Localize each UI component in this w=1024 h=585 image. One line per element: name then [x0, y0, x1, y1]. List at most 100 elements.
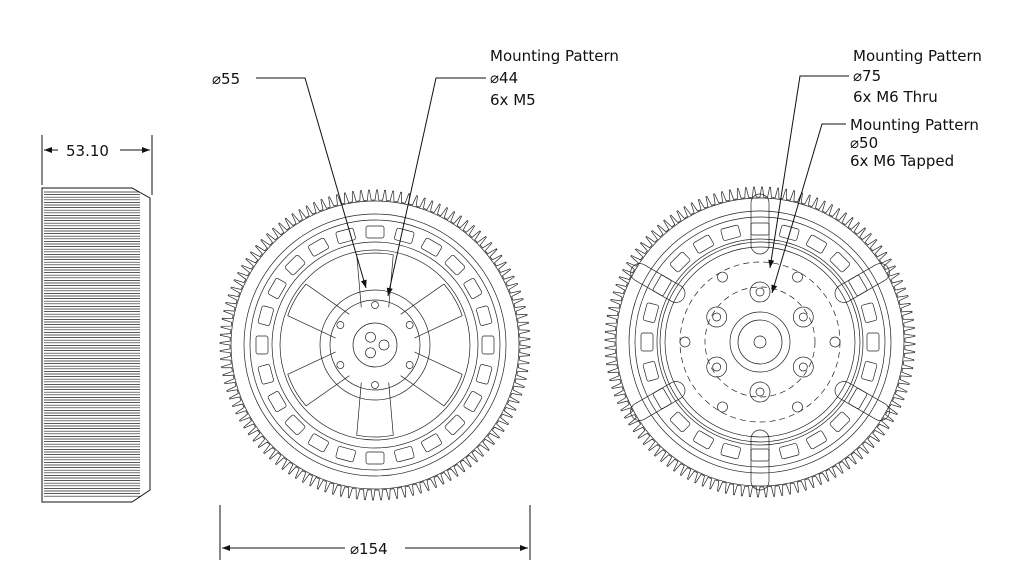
hub-ring	[679, 261, 841, 423]
inner-mounting-title: Mounting Pattern	[850, 116, 979, 134]
hub-ring	[729, 311, 791, 373]
magnet-segment	[693, 234, 714, 254]
shaft-hole	[365, 331, 376, 343]
magnet-segment	[779, 443, 800, 460]
rear-view	[604, 186, 916, 498]
leader-line	[768, 75, 849, 269]
slot	[834, 263, 890, 303]
ring	[249, 219, 501, 471]
mounting-hole	[405, 361, 414, 369]
magnet-segment	[257, 305, 274, 326]
magnet-segment	[421, 237, 442, 257]
outer-mounting-diameter: ⌀75	[853, 67, 881, 85]
outer-mounting-title: Mounting Pattern	[853, 47, 982, 65]
tapped-boss	[792, 356, 814, 378]
tapped-boss	[749, 381, 771, 403]
outer-diameter-dimension: ⌀154	[350, 540, 388, 558]
hub-ring	[319, 289, 431, 401]
magnet-segment	[669, 251, 691, 273]
shaft-hole	[365, 347, 376, 359]
inner-mounting-holes: 6x M6 Tapped	[850, 152, 954, 170]
rear-view-annotations: Mounting Pattern ⌀75 6x M6 Thru Mounting…	[768, 47, 982, 294]
magnet-segment	[421, 433, 442, 453]
ring	[230, 200, 520, 490]
spoke-cutout	[356, 252, 394, 308]
leader-line	[771, 123, 846, 294]
outer-mounting-holes: 6x M6 Thru	[853, 88, 938, 106]
magnet-segment	[463, 278, 483, 299]
hub-ring	[737, 319, 783, 365]
magnet-segment	[866, 332, 880, 352]
tapped-boss	[706, 306, 728, 328]
thru-hole	[792, 401, 803, 413]
side-view: 53.10	[41, 135, 153, 503]
magnet-segment	[750, 222, 770, 236]
center-hole	[753, 335, 767, 349]
mounting-hole	[371, 381, 379, 389]
tapped-hole	[712, 312, 722, 322]
magnet-segment	[829, 251, 851, 273]
magnet-segment	[335, 446, 356, 463]
mounting-pattern-diameter: ⌀44	[490, 69, 518, 87]
tapped-hole	[755, 287, 765, 297]
spoke-cutout	[287, 283, 350, 339]
side-view-outline	[41, 187, 151, 503]
mounting-hole	[371, 301, 379, 309]
shaft-hole	[378, 339, 390, 351]
mounting-hole	[405, 321, 414, 329]
mounting-pattern-holes: 6x M5	[490, 91, 536, 109]
spoke-cutout	[400, 351, 463, 407]
tapped-hole	[712, 362, 722, 372]
ring	[634, 216, 886, 468]
magnet-segment	[642, 302, 659, 323]
mounting-hole	[336, 321, 345, 329]
magnet-segment	[652, 275, 672, 296]
magnet-segment	[476, 305, 493, 326]
gear-teeth	[604, 186, 916, 498]
ring	[656, 238, 864, 446]
magnet-segment	[669, 411, 691, 433]
tapped-boss	[792, 306, 814, 328]
magnet-segment	[394, 446, 415, 463]
magnet-segment	[861, 302, 878, 323]
tapped-hole	[798, 312, 808, 322]
magnet-segment	[284, 414, 306, 436]
gear-teeth	[219, 189, 531, 501]
magnet-segment	[365, 225, 385, 239]
magnet-segment	[284, 254, 306, 276]
magnet-segment	[257, 364, 274, 385]
thru-hole	[679, 336, 691, 348]
leader-line	[256, 77, 367, 289]
spoke-cutout	[400, 283, 463, 339]
magnet-segment	[848, 275, 868, 296]
magnet-segment	[481, 335, 495, 355]
ring	[279, 249, 471, 441]
magnet-segment	[640, 332, 654, 352]
thru-hole	[829, 336, 841, 348]
magnet-segment	[693, 430, 714, 450]
side-view-fins	[44, 191, 140, 497]
magnet-segment	[444, 414, 466, 436]
ring	[664, 246, 856, 438]
tapped-boss	[706, 356, 728, 378]
front-view	[219, 189, 531, 501]
tapped-hole	[755, 387, 765, 397]
magnet-segment	[829, 411, 851, 433]
inner-mounting-diameter: ⌀50	[850, 134, 878, 152]
thru-hole	[717, 401, 728, 413]
magnet-segment	[779, 224, 800, 241]
magnet-segment	[444, 254, 466, 276]
magnet-segment	[365, 451, 385, 465]
magnet-segment	[463, 391, 483, 412]
ring	[628, 210, 892, 474]
magnet-segment	[255, 335, 269, 355]
slot	[750, 429, 770, 491]
ring	[615, 197, 905, 487]
slot	[834, 381, 890, 421]
hub-ring	[329, 299, 421, 391]
magnet-segment	[848, 388, 868, 409]
magnet-segment	[308, 237, 329, 257]
magnet-segment	[720, 224, 741, 241]
